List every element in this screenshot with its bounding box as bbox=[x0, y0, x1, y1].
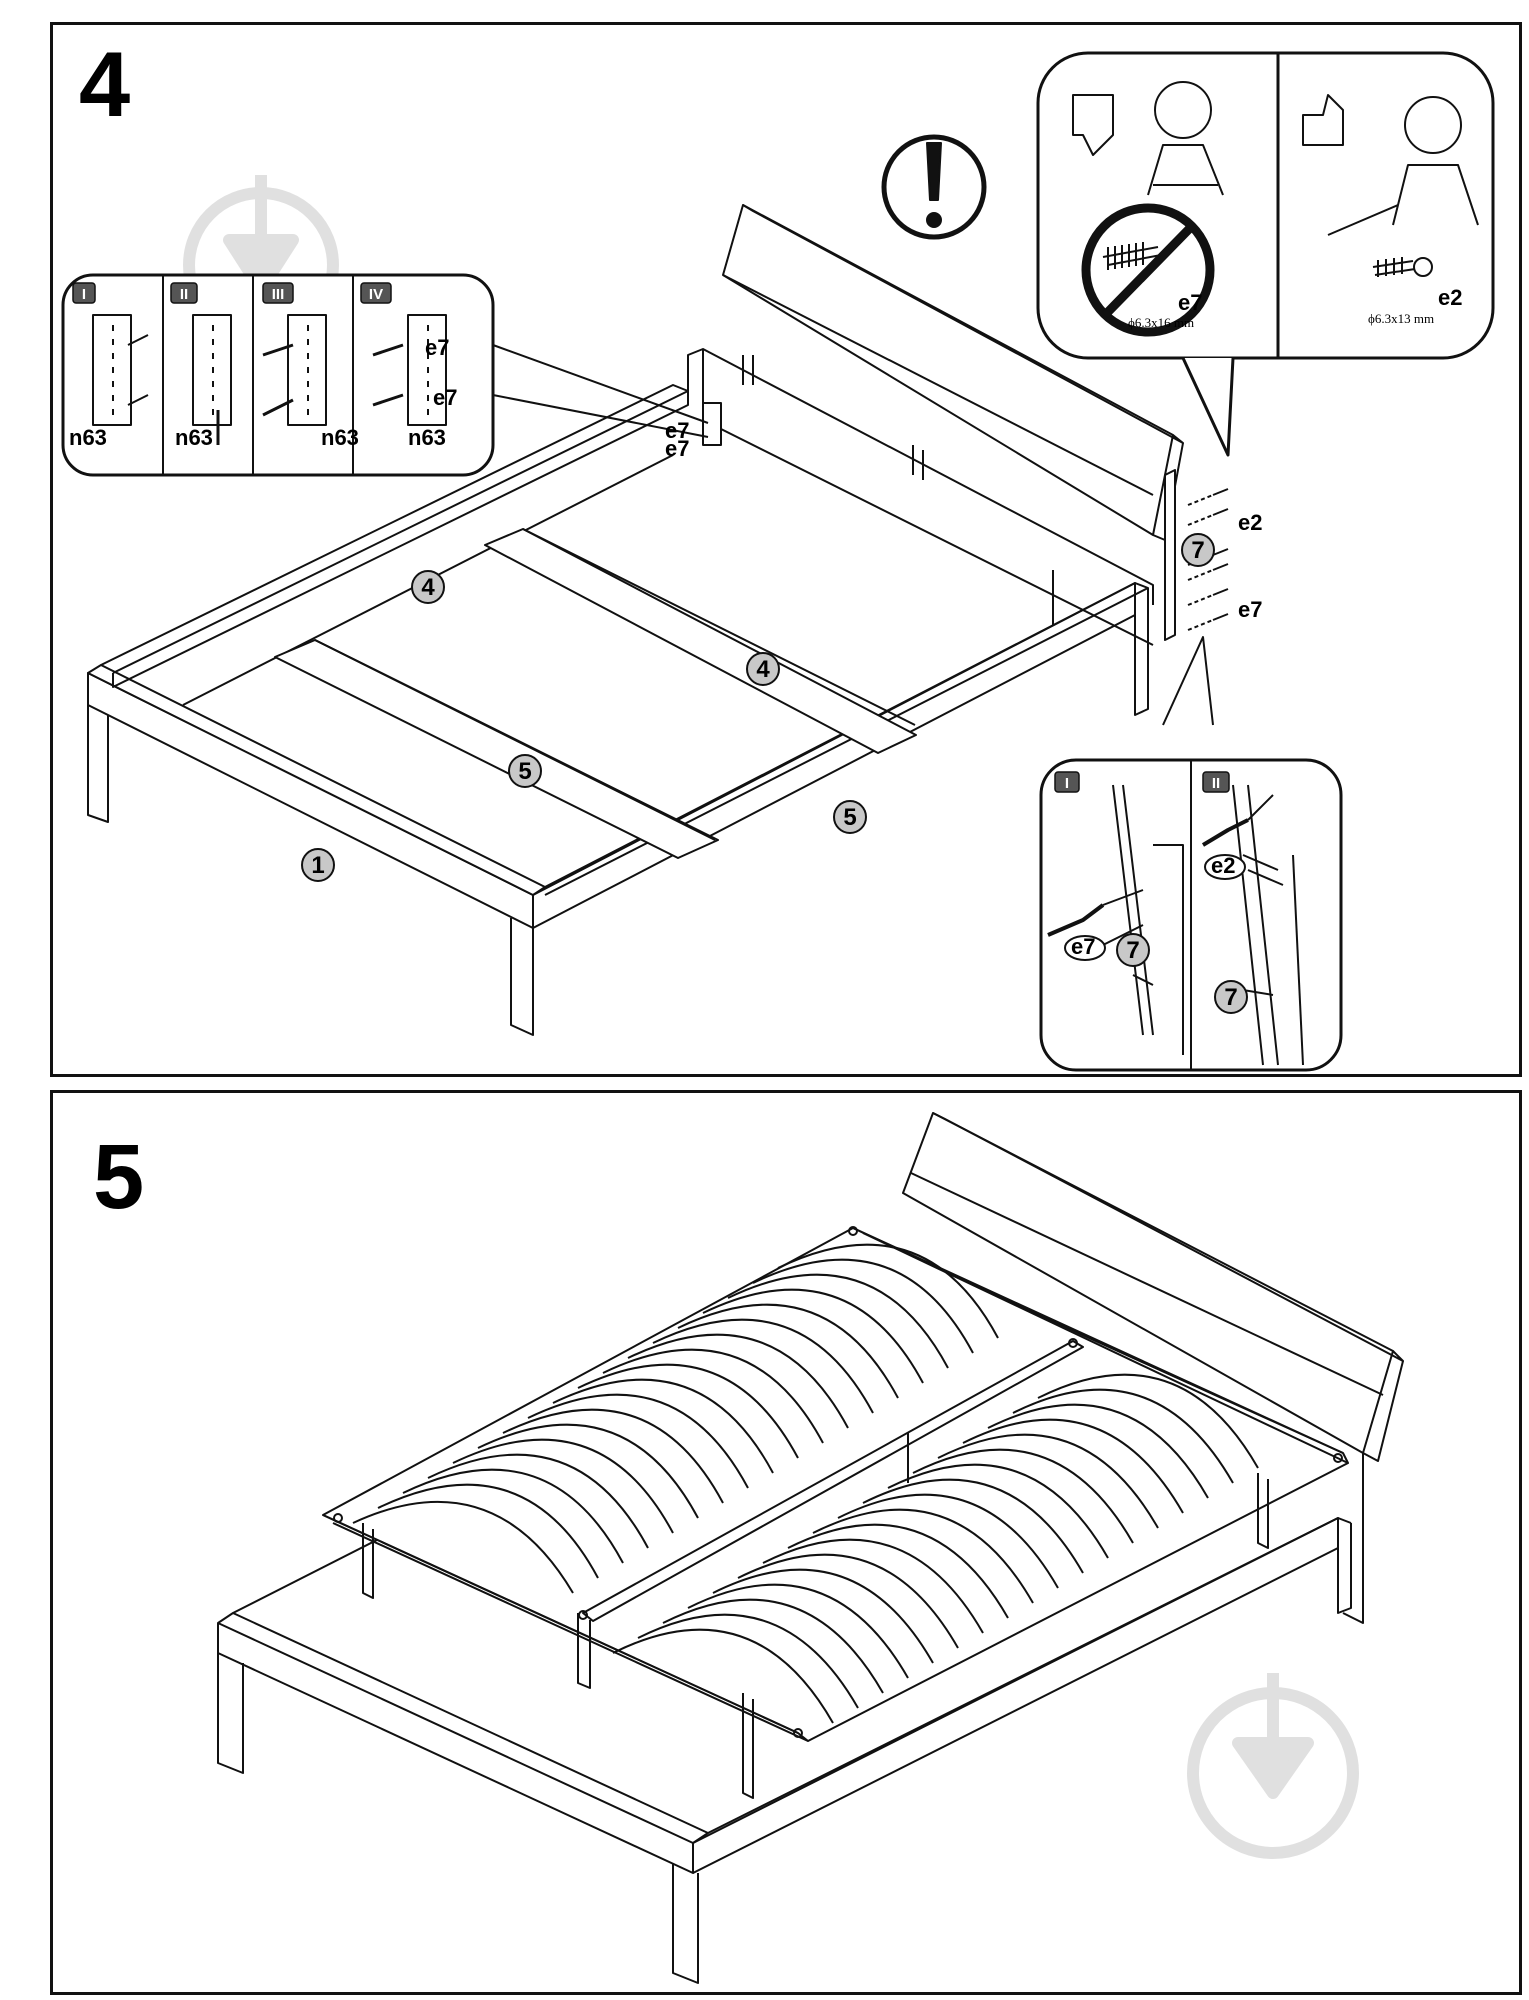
hardware-label-n63: n63 bbox=[175, 425, 213, 450]
hardware-label-e2: e2 bbox=[1238, 510, 1262, 535]
screw-wrong-code: e7 bbox=[1178, 290, 1202, 315]
part-label-slat: 5 bbox=[518, 758, 531, 785]
part-label-slat: 5 bbox=[843, 804, 856, 831]
headboard bbox=[687, 204, 1184, 646]
part-label-side-rail: 4 bbox=[756, 656, 770, 683]
screw-wrong-size: ϕ6.3x16 mm bbox=[1128, 315, 1194, 330]
step-5-illustration bbox=[217, 1112, 1404, 1984]
step-number: 5 bbox=[93, 1126, 145, 1228]
hardware-label-e7: e7 bbox=[1071, 934, 1095, 959]
hardware-label-n63: n63 bbox=[69, 425, 107, 450]
hardware-label-e7: e7 bbox=[425, 335, 449, 360]
hardware-label-n63: n63 bbox=[408, 425, 446, 450]
person-wrong-icon bbox=[1147, 81, 1224, 196]
slatted-base bbox=[322, 1226, 1349, 1799]
step-number: 4 bbox=[79, 34, 131, 136]
hardware-label-e7: e7 bbox=[1238, 597, 1262, 622]
bracket-detail-bubble bbox=[61, 273, 709, 477]
headboard bbox=[902, 1112, 1404, 1624]
hardware-label-e7: e7 bbox=[665, 418, 689, 443]
hardware-label-e7: e7 bbox=[665, 436, 689, 461]
leg-detail-step-label: II bbox=[1212, 775, 1220, 792]
hardware-label-e2: e2 bbox=[1211, 853, 1235, 878]
hardware-label-n63: n63 bbox=[321, 425, 359, 450]
hardware-label-e7: e7 bbox=[433, 385, 457, 410]
leg-detail-bubble bbox=[1039, 636, 1343, 1072]
bed-frame bbox=[87, 384, 1149, 1036]
warning-icon bbox=[881, 134, 987, 240]
step-4-panel: 4 bbox=[50, 22, 1522, 1077]
thumbs-up-icon bbox=[1302, 94, 1344, 146]
thumbs-down-icon bbox=[1072, 94, 1114, 156]
part-label-side-rail: 4 bbox=[421, 574, 435, 601]
prohibited-icon bbox=[1081, 203, 1215, 337]
detail-step-label: IV bbox=[369, 286, 383, 303]
screwdriver-icon bbox=[1047, 818, 1249, 937]
detail-step-label: III bbox=[272, 286, 285, 303]
part-label-foot-rail: 1 bbox=[311, 852, 324, 879]
screw-e7-icon bbox=[1102, 242, 1162, 270]
leg-part-7 bbox=[1164, 469, 1229, 641]
step-4-illustration: 4 4 5 5 1 7 7 7 e7 e7 e2 e7 n63 n63 n63 … bbox=[61, 51, 1495, 1072]
step-5-panel: 5 bbox=[50, 1090, 1522, 1995]
screw-comparison-bubble bbox=[1036, 51, 1495, 457]
detail-step-label: I bbox=[82, 286, 86, 303]
screw-right-size: ϕ6.3x13 mm bbox=[1368, 311, 1434, 326]
person-right-icon bbox=[1327, 96, 1479, 236]
screw-e2-icon bbox=[1372, 257, 1433, 277]
part-label-leg: 7 bbox=[1224, 984, 1237, 1011]
part-label-leg: 7 bbox=[1191, 537, 1204, 564]
detail-step-label: II bbox=[180, 286, 188, 303]
watermark-icon bbox=[1187, 1673, 1359, 1859]
screw-right-code: e2 bbox=[1438, 285, 1462, 310]
part-label-leg: 7 bbox=[1126, 937, 1139, 964]
leg-detail-step-label: I bbox=[1065, 775, 1069, 792]
